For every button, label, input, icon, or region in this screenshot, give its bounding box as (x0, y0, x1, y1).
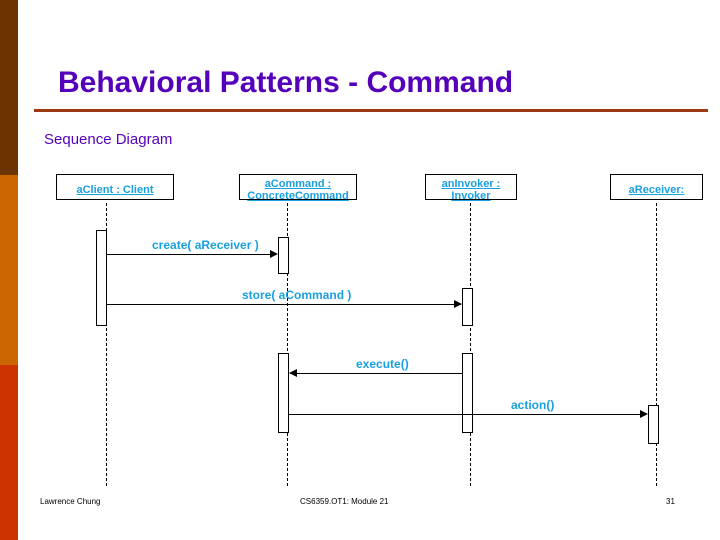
lifeline-client (106, 203, 107, 486)
message-label-action: action() (511, 398, 555, 412)
message-line-store (107, 304, 461, 305)
lifeline-label-invoker-line2: Invoker (451, 190, 491, 202)
lifeline-head-invoker (425, 174, 517, 200)
lifeline-label-client: aClient : Client (76, 184, 154, 196)
footer-course: CS6359.OT1: Module 21 (300, 497, 389, 506)
activation-invoker-1 (462, 288, 473, 326)
activation-invoker-2 (462, 353, 473, 433)
message-line-action (289, 414, 643, 415)
message-arrowhead-create (270, 250, 278, 258)
lifeline-label-invoker-line1: anInvoker : (441, 178, 501, 190)
footer-author: Lawrence Chung (40, 497, 101, 506)
activation-command-2 (278, 353, 289, 433)
footer-page-number: 31 (666, 497, 675, 506)
sidebar-band-top (0, 0, 18, 175)
lifeline-command (287, 203, 288, 486)
message-label-create: create( aReceiver ) (152, 238, 259, 252)
message-arrowhead-store (454, 300, 462, 308)
message-label-execute: execute() (356, 357, 409, 371)
message-line-create (107, 254, 276, 255)
message-arrowhead-execute (289, 369, 297, 377)
activation-client-1 (96, 230, 107, 326)
message-line-execute (290, 373, 462, 374)
sidebar-band-bottom (0, 365, 18, 540)
lifeline-head-receiver (610, 174, 703, 200)
lifeline-label-command-line1: aCommand : (264, 178, 332, 190)
lifeline-head-client (56, 174, 174, 200)
lifeline-receiver (656, 203, 657, 486)
lifeline-invoker (470, 203, 471, 486)
lifeline-label-command-line2: ConcreteCommand (247, 190, 349, 202)
lifeline-head-command (239, 174, 357, 200)
activation-receiver-1 (648, 405, 659, 444)
message-label-store: store( aCommand ) (242, 288, 352, 302)
activation-command-1 (278, 237, 289, 274)
page-title: Behavioral Patterns - Command (58, 66, 514, 99)
section-subtitle: Sequence Diagram (44, 131, 173, 148)
sidebar-band-middle (0, 175, 18, 365)
message-arrowhead-action (640, 410, 648, 418)
lifeline-label-receiver: aReceiver: (628, 184, 685, 196)
title-divider (34, 109, 708, 112)
